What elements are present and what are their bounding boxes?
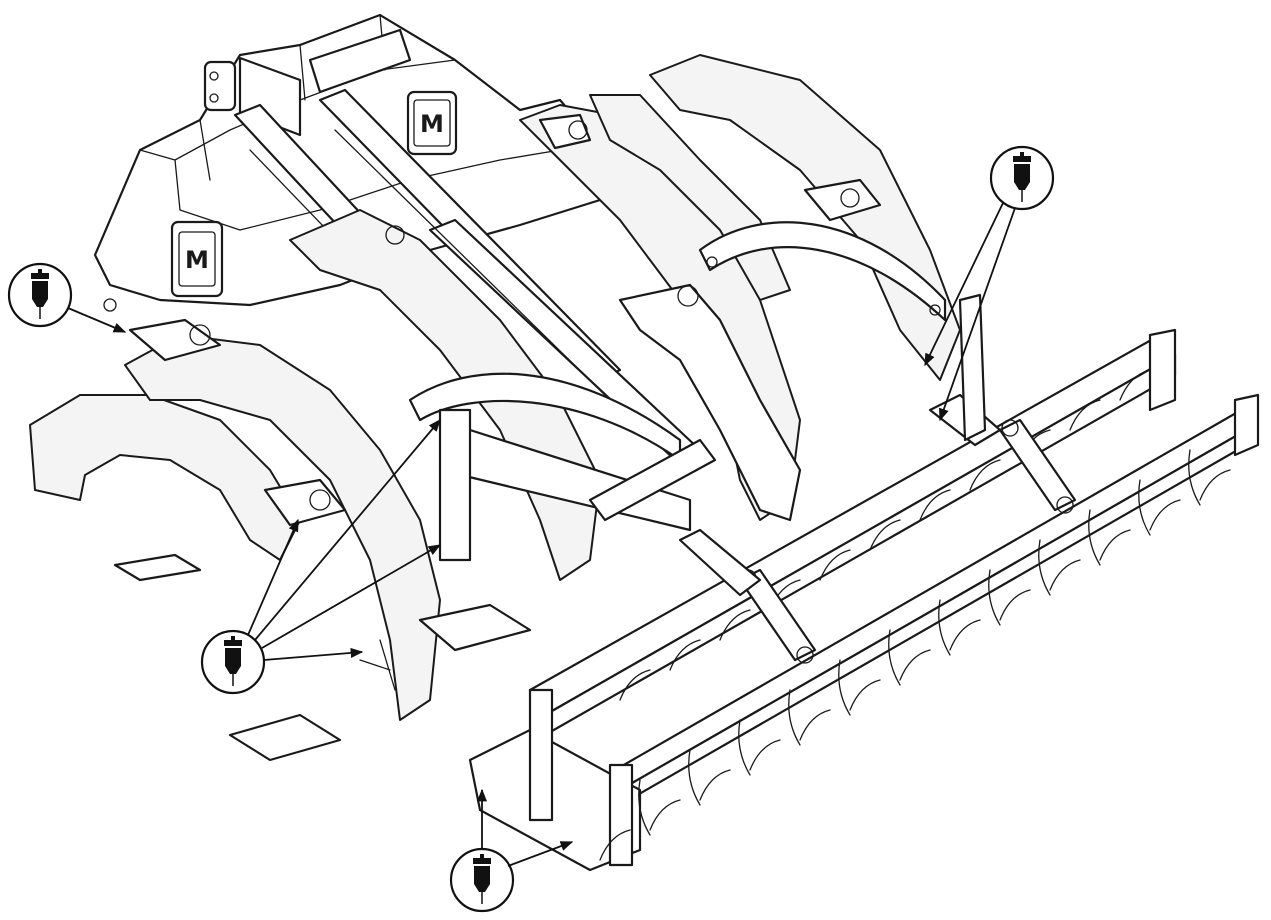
svg-text:M: M: [185, 246, 209, 274]
packer-roller: [468, 293, 1260, 872]
grease-gun-icon: [449, 847, 515, 913]
grease-callout-center: [200, 419, 442, 695]
grease-gun-icon: [200, 629, 266, 695]
grease-callout-left: [7, 262, 127, 333]
grease-callout-bottom: [449, 788, 574, 913]
grease-gun-icon: [989, 145, 1055, 211]
grease-gun-icon: [7, 262, 73, 328]
front-left-shanks: [29, 318, 532, 762]
grease-callout-top-right: [924, 145, 1055, 422]
middle-shanks: [289, 209, 802, 581]
svg-text:M: M: [420, 110, 444, 138]
